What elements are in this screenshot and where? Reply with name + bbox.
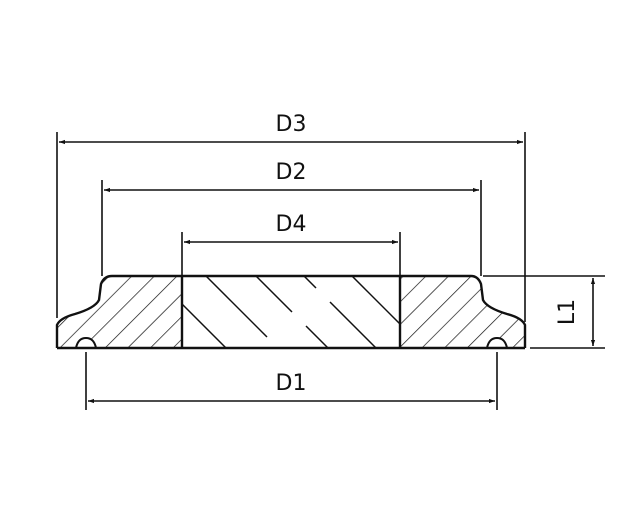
section-outline — [57, 274, 525, 350]
dimension-lines — [59, 139, 596, 404]
label-d1: D1 — [276, 371, 307, 396]
label-d4: D4 — [276, 212, 307, 237]
extension-lines — [56, 132, 605, 410]
center-insert-section — [181, 275, 401, 349]
right-groove — [486, 336, 508, 349]
label-l1: L1 — [555, 299, 580, 325]
left-groove — [75, 336, 97, 349]
label-d3: D3 — [276, 112, 307, 137]
label-d2: D2 — [276, 160, 307, 185]
